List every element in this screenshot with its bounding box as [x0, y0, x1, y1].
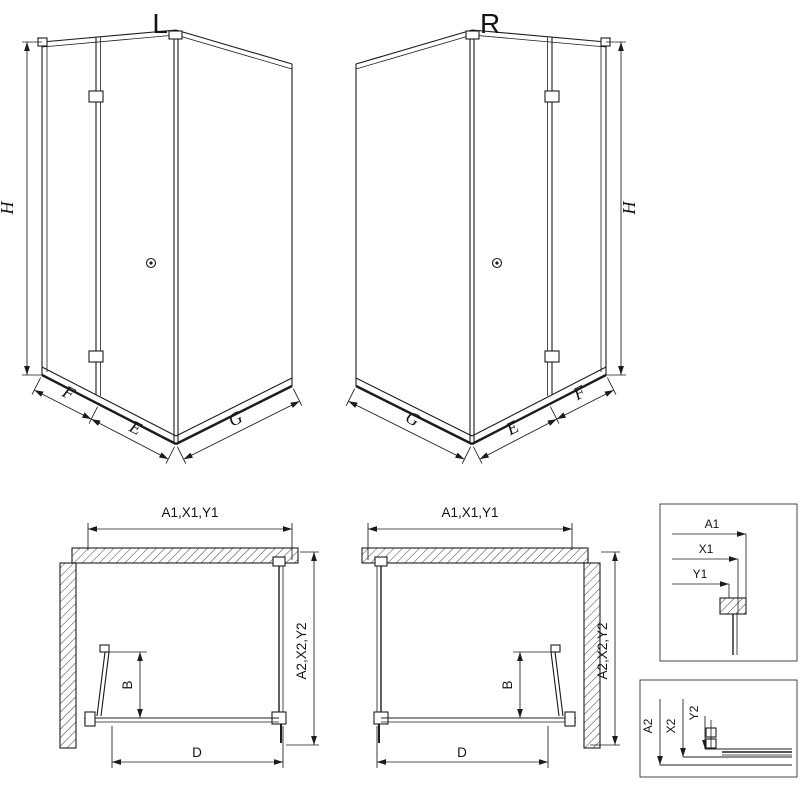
dim-label-a1x1y1: A1,X1,Y1: [161, 505, 218, 520]
corner-post-bracket: [465, 30, 480, 40]
dim-f-right: F: [550, 377, 617, 424]
dim-label-h: H: [0, 201, 17, 216]
dim-label-x2: X2: [664, 718, 678, 733]
dim-label-d: D: [457, 745, 467, 760]
detail-view-sill-profile: A2 X2 Y2: [639, 679, 798, 778]
dim-label-a2x2y2: A2,X2,Y2: [595, 622, 610, 679]
dim-d-left: D: [111, 726, 284, 768]
door-track: [381, 717, 576, 723]
sill-profile-section: [660, 720, 792, 766]
iso-right-structure: [355, 29, 607, 446]
door-fold-hinge-top: [88, 90, 104, 103]
iso-view-left: H F E G L: [0, 8, 303, 464]
folded-door-panels: [550, 644, 564, 717]
door-pivot-block: [564, 711, 576, 727]
fixed-glass-panel: [278, 563, 284, 743]
door-track: [84, 717, 279, 723]
dim-label-b: B: [120, 680, 135, 689]
iso-left-structure: [41, 29, 293, 446]
dim-b-left: B: [109, 651, 147, 718]
dim-e-right: E: [473, 416, 557, 464]
door-knob: [145, 257, 157, 269]
side-wall-hatch: [59, 562, 77, 749]
detail-frame: [659, 503, 798, 662]
plan-view-left: A1,X1,Y1 A2,X2,Y2 B D: [59, 505, 319, 768]
fold-hinge: [99, 644, 110, 653]
dim-label-y1: Y1: [693, 567, 708, 581]
detail-frame: [639, 679, 798, 778]
side-wall-hatch: [583, 562, 601, 749]
back-wall-hatch: [361, 547, 589, 564]
fold-hinge: [550, 644, 561, 653]
door-fold-hinge-top: [544, 90, 560, 103]
dim-a2-right: A2,X2,Y2: [590, 551, 620, 746]
dim-label-a1x1y1: A1,X1,Y1: [441, 505, 498, 520]
door-pivot-block: [84, 711, 96, 727]
fixed-glass-panel: [376, 563, 382, 743]
dim-label-a2x2y2: A2,X2,Y2: [294, 622, 309, 679]
dim-h-left: H: [0, 41, 42, 376]
dim-label-x1: X1: [699, 542, 714, 556]
glass-wall-fitting: [374, 556, 388, 567]
back-wall-hatch: [71, 547, 299, 564]
plan-view-right: A1,X1,Y1 A2,X2,Y2 B D: [361, 505, 620, 768]
dim-b-right: B: [500, 651, 551, 718]
dim-label-b: B: [500, 680, 515, 689]
glass-wall-fitting: [272, 556, 286, 567]
detail-view-wall-profile: A1 X1 Y1: [659, 503, 798, 662]
door-fold-hinge-bottom: [88, 350, 104, 363]
iso-view-right: H F E G R: [345, 8, 639, 464]
door-knob: [491, 257, 503, 269]
dim-label-a1: A1: [705, 517, 720, 531]
dim-label-d: D: [192, 745, 202, 760]
door-fold-hinge-bottom: [544, 350, 560, 363]
dim-h-right: H: [606, 41, 639, 376]
dim-e-left: E: [91, 416, 175, 464]
dim-label-h: H: [619, 201, 639, 216]
corner-post-bracket: [168, 30, 183, 40]
dim-f-left: F: [31, 377, 98, 424]
dim-label-y2: Y2: [687, 705, 701, 720]
folded-door-panels: [96, 644, 110, 717]
dim-label-a2: A2: [641, 718, 655, 733]
wall-profile-section: [719, 534, 747, 655]
dim-a1-right: A1,X1,Y1: [367, 505, 573, 560]
dim-d-right: D: [376, 726, 549, 768]
dim-a1-left: A1,X1,Y1: [87, 505, 293, 560]
dim-a2-left: A2,X2,Y2: [286, 551, 319, 746]
view-title-right: R: [480, 8, 500, 39]
view-title-left: L: [152, 8, 168, 39]
